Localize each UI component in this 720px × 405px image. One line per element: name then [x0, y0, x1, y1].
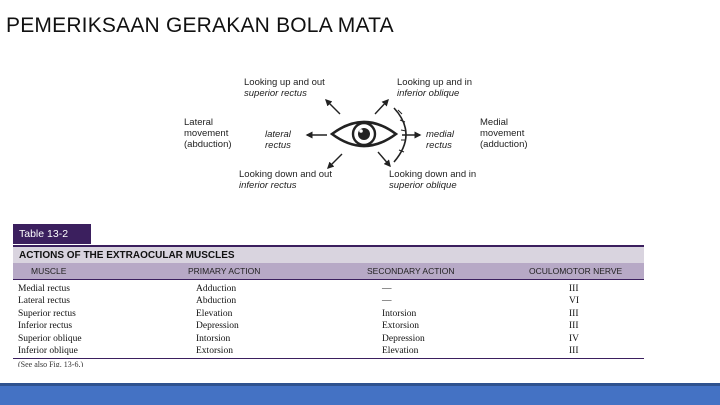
label-medial-rectus: medial rectus [426, 129, 454, 151]
cell-secondary-action: — [382, 296, 392, 307]
cell-nerve: VI [569, 296, 580, 307]
footer-bar [0, 383, 720, 405]
cell-muscle: Medial rectus [18, 284, 70, 294]
cell-nerve: III [569, 284, 579, 294]
cell-secondary-action: Depression [382, 333, 425, 344]
label-lateral-line2: movement [184, 128, 229, 139]
slide-title: PEMERIKSAAN GERAKAN BOLA MATA [6, 14, 394, 37]
cell-secondary-action: — [382, 284, 392, 294]
cell-primary-action: Elevation [196, 308, 233, 319]
cell-nerve: III [569, 321, 579, 332]
cell-primary-action: Depression [196, 321, 239, 332]
cell-primary-action: Extorsion [196, 345, 233, 356]
table-label: Table 13-2 [13, 224, 91, 244]
label-up-out-text: Looking up and out [244, 77, 325, 88]
label-up-out: Looking up and out superior rectus [244, 77, 325, 99]
table-row: Inferior rectus Depression Extorsion III [13, 320, 644, 332]
label-medial-rectus-line2: rectus [426, 140, 452, 151]
cell-secondary-action: Elevation [382, 345, 419, 356]
table-row: Superior oblique Intorsion Depression IV [13, 333, 644, 345]
table-note: (See also Fig. 13-6.) [18, 361, 84, 367]
label-lateral-rectus-line1: lateral [265, 129, 291, 140]
cell-muscle: Inferior oblique [18, 345, 78, 356]
label-down-in: Looking down and in superior oblique [389, 169, 476, 191]
label-medial-rectus-line1: medial [426, 129, 454, 140]
table-body: Medial rectus Adduction — III Lateral re… [13, 283, 644, 357]
header-muscle: MUSCLE [31, 266, 67, 276]
table-header-row: MUSCLE PRIMARY ACTION SECONDARY ACTION O… [13, 263, 644, 280]
label-up-out-muscle: superior rectus [244, 88, 307, 99]
table-row: Superior rectus Elevation Intorsion III [13, 308, 644, 320]
table-row: Medial rectus Adduction — III [13, 283, 644, 295]
cell-nerve: IV [569, 333, 580, 344]
label-lateral-line3: (abduction) [184, 139, 232, 150]
label-up-in-text: Looking up and in [397, 77, 473, 88]
header-primary-action: PRIMARY ACTION [188, 266, 261, 276]
label-lateral-line1: Lateral [184, 117, 214, 128]
header-oculomotor-nerve: OCULOMOTOR NERVE [529, 266, 623, 276]
label-medial-line1: Medial [480, 117, 508, 128]
label-up-in-muscle: inferior oblique [397, 88, 460, 99]
cell-secondary-action: Intorsion [382, 308, 417, 319]
table-title: ACTIONS OF THE EXTRAOCULAR MUSCLES [13, 245, 644, 263]
label-lateral-rectus-line2: rectus [265, 140, 291, 151]
label-medial-line3: (adduction) [480, 139, 528, 150]
cell-secondary-action: Extorsion [382, 321, 419, 332]
label-down-in-text: Looking down and in [389, 169, 477, 180]
eye-icon [329, 107, 407, 163]
label-medial-line2: movement [480, 128, 525, 139]
arrow-up-in [374, 98, 389, 115]
label-down-in-muscle: superior oblique [389, 180, 457, 191]
label-down-out: Looking down and out inferior rectus [239, 169, 332, 191]
cell-muscle: Lateral rectus [18, 296, 70, 307]
cell-muscle: Superior rectus [18, 308, 76, 319]
arrow-down-out [327, 153, 343, 169]
label-down-out-muscle: inferior rectus [239, 180, 297, 191]
cell-nerve: III [569, 345, 579, 356]
cell-primary-action: Adduction [196, 284, 237, 294]
table-row: Lateral rectus Abduction — VI [13, 295, 644, 307]
label-medial-movement: Medial movement (adduction) [480, 117, 528, 150]
arrow-up-out [325, 99, 341, 115]
label-lateral-rectus: lateral rectus [265, 129, 291, 151]
cell-primary-action: Intorsion [196, 333, 231, 344]
arrow-down-in [377, 151, 391, 168]
cell-muscle: Inferior rectus [18, 321, 73, 332]
table-bottom-rule [13, 358, 644, 359]
cell-muscle: Superior oblique [18, 333, 82, 344]
eye-movement-diagram: Looking up and out superior rectus Looki… [170, 70, 550, 200]
eye-diagram-graphic [305, 98, 422, 169]
label-up-in: Looking up and in inferior oblique [397, 77, 472, 99]
label-down-out-text: Looking down and out [239, 169, 332, 180]
label-lateral-movement: Lateral movement (abduction) [184, 117, 232, 150]
header-secondary-action: SECONDARY ACTION [367, 266, 455, 276]
table-row: Inferior oblique Extorsion Elevation III [13, 345, 644, 357]
cell-nerve: III [569, 308, 579, 319]
cell-primary-action: Abduction [196, 296, 237, 307]
